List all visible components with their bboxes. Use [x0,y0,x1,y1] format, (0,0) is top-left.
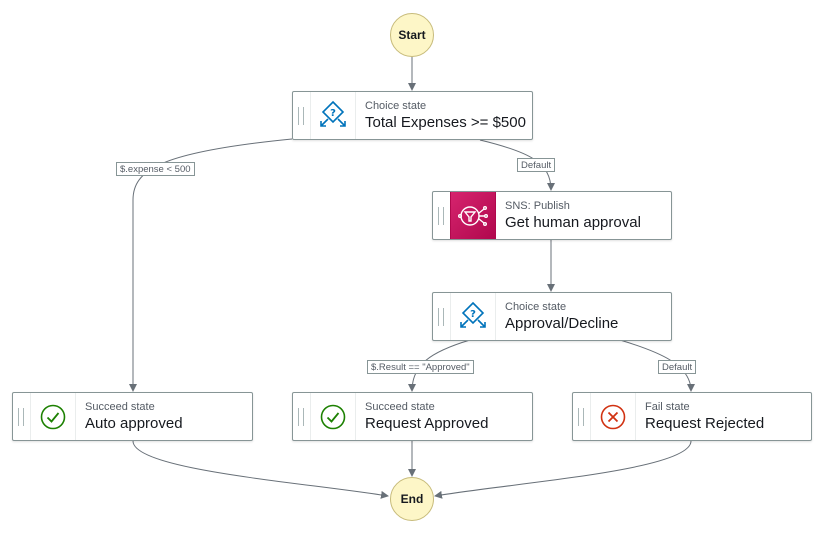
start-label: Start [398,28,426,42]
state-title: Get human approval [505,214,641,231]
state-type-label: SNS: Publish [505,200,570,212]
state-type-label: Succeed state [85,401,155,413]
edge-choice1-to-auto [129,138,293,392]
start-node[interactable]: Start [390,13,434,57]
state-type-label: Succeed state [365,401,435,413]
state-choice-approval-decline[interactable]: ? Choice state Approval/Decline [432,292,672,341]
svg-text:?: ? [330,108,336,119]
state-type-label: Fail state [645,401,690,413]
edge-label-result-approved: $.Result == "Approved" [367,360,474,374]
choice-icon: ? [310,92,356,139]
state-fail-request-rejected[interactable]: Fail state Request Rejected [572,392,812,441]
edge-rejected-to-end [434,440,692,499]
svg-text:?: ? [470,309,476,320]
end-label: End [400,492,424,506]
drag-handle[interactable] [438,308,444,326]
drag-handle[interactable] [298,408,304,426]
edge-auto-to-end [132,440,389,499]
x-circle-icon [590,393,636,440]
drag-handle[interactable] [18,408,24,426]
state-type-label: Choice state [505,301,567,313]
state-title: Auto approved [85,415,183,432]
state-title: Request Approved [365,415,489,432]
state-title: Request Rejected [645,415,765,432]
choice-icon: ? [450,293,496,340]
sns-publish-icon [450,192,496,239]
state-title: Total Expenses >= $500 [365,114,526,131]
edge-label-expense-lt-500: $.expense < 500 [116,162,195,176]
drag-handle[interactable] [578,408,584,426]
check-circle-icon [310,393,356,440]
end-node[interactable]: End [390,477,434,521]
state-succeed-request-approved[interactable]: Succeed state Request Approved [292,392,533,441]
state-type-label: Choice state [365,100,427,112]
drag-handle[interactable] [298,107,304,125]
edge-label-default-1: Default [517,158,556,172]
edge-label-default-2: Default [658,360,697,374]
state-succeed-auto-approved[interactable]: Succeed state Auto approved [12,392,253,441]
state-title: Approval/Decline [505,315,619,332]
state-sns-get-human-approval[interactable]: SNS: Publish Get human approval [432,191,672,240]
drag-handle[interactable] [438,207,444,225]
state-choice-total-expenses[interactable]: ? Choice state Total Expenses >= $500 [292,91,533,140]
check-circle-icon [30,393,76,440]
